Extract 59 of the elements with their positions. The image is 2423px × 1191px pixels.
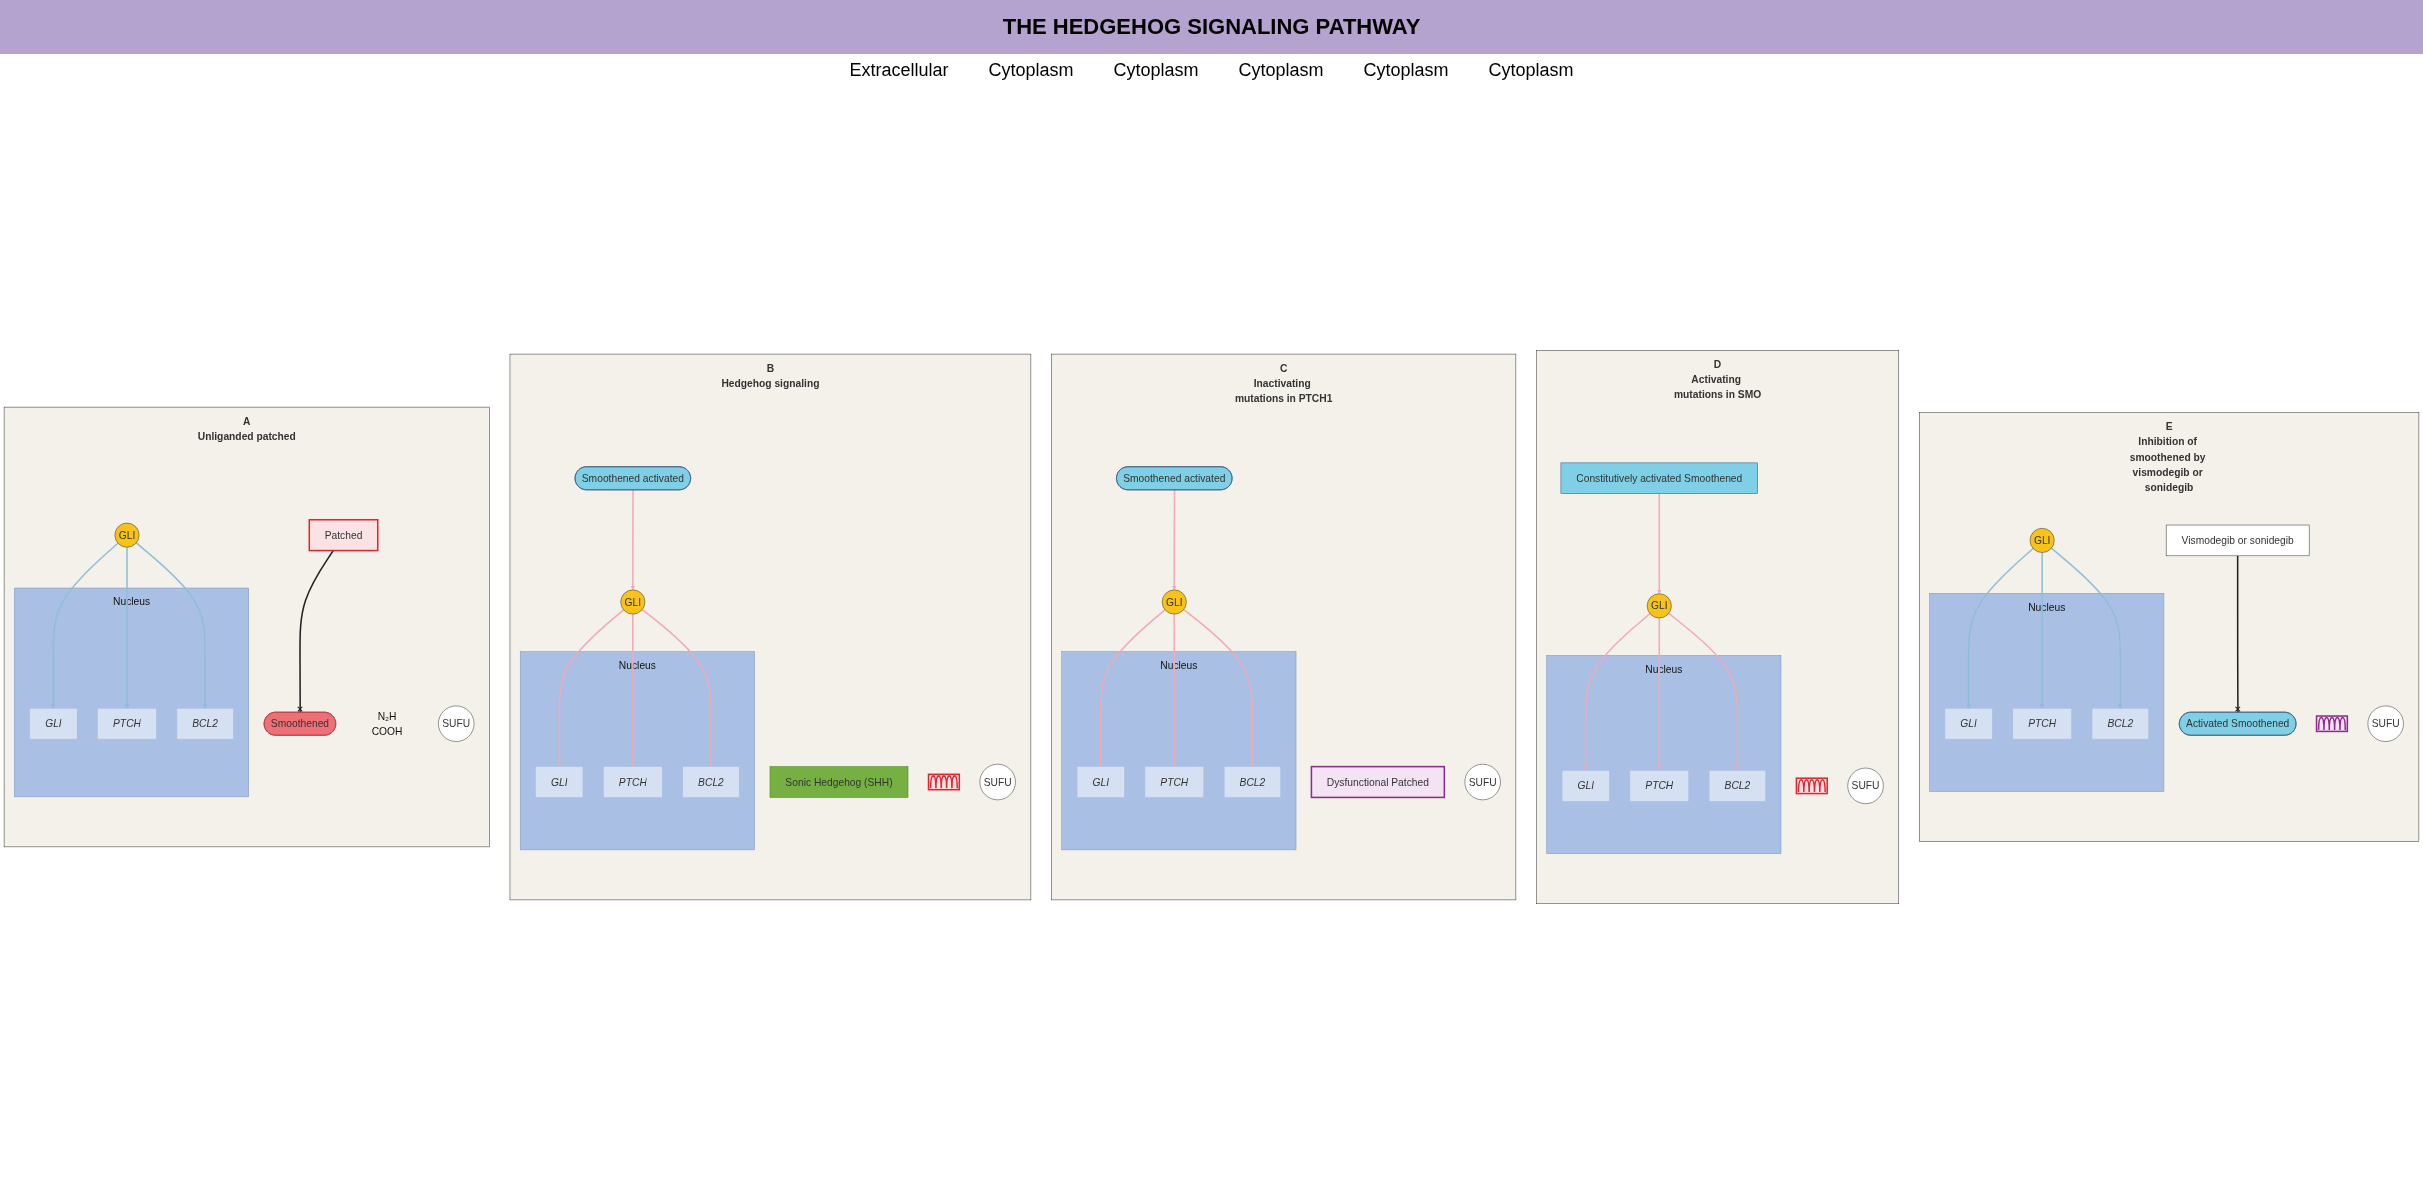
node-box: PTCH — [97, 708, 157, 740]
node-box: PTCH — [1629, 770, 1689, 802]
arrow — [1583, 612, 1651, 771]
node-box: BCL2 — [682, 766, 740, 798]
region-label: Cytoplasm — [988, 60, 1074, 81]
arrow — [1657, 492, 1662, 594]
node-box: Sonic Hedgehog (SHH) — [769, 766, 909, 798]
node-box: GLI — [1076, 766, 1125, 798]
arrow — [1183, 608, 1255, 767]
arrow — [135, 542, 208, 709]
arrow — [630, 489, 636, 591]
region-label: Cytoplasm — [1488, 60, 1574, 81]
node-box: PTCH — [1144, 766, 1204, 798]
node-circle: GLI — [2029, 528, 2055, 553]
diagram-title: THE HEDGEHOG SIGNALING PATHWAY — [0, 0, 2423, 54]
node-circle: GLI — [114, 522, 140, 548]
node-label: COOH — [371, 725, 403, 738]
node-circle: SUFU — [438, 705, 475, 742]
region-label: Extracellular — [849, 60, 949, 81]
node-circle: GLI — [1646, 593, 1672, 619]
node-box: GLI — [1944, 708, 1993, 740]
node-box: Patched — [308, 519, 379, 552]
arrow — [2039, 551, 2045, 709]
region-label: Cytoplasm — [1238, 60, 1324, 81]
arrow — [1098, 609, 1166, 767]
node-circle: SUFU — [1464, 763, 1501, 801]
node-circle: SUFU — [2367, 705, 2404, 742]
node-box: PTCH — [603, 766, 663, 798]
arrow — [2050, 547, 2123, 709]
node-box: Constitutively activated Smoothened — [1560, 462, 1758, 494]
arrow — [1172, 489, 1177, 591]
arrow — [1966, 547, 2034, 709]
node-box: BCL2 — [176, 708, 234, 740]
node-box: GLI — [29, 708, 78, 740]
node-box: BCL2 — [2091, 708, 2149, 740]
node-circle: GLI — [620, 589, 646, 615]
arrow — [1657, 617, 1662, 771]
arrow — [124, 546, 130, 709]
node-box: BCL2 — [1223, 766, 1281, 798]
arrow — [630, 613, 636, 767]
arrow — [1172, 613, 1177, 767]
region-label: Cytoplasm — [1113, 60, 1199, 81]
arrow — [51, 542, 119, 709]
node-label: N₂H — [377, 710, 397, 722]
node-box: Vismodegib or sonidegib — [2165, 524, 2310, 557]
arrow — [557, 609, 625, 767]
region-label: Cytoplasm — [1363, 60, 1449, 81]
node-box: GLI — [1561, 770, 1610, 802]
node-box: GLI — [535, 766, 584, 798]
node-box: Dysfunctional Patched — [1310, 765, 1446, 799]
connector — [297, 549, 335, 714]
node-circle: GLI — [1161, 589, 1187, 615]
node-circle: SUFU — [1847, 767, 1884, 804]
arrow — [1668, 612, 1740, 771]
node-box: BCL2 — [1708, 770, 1766, 802]
arrow — [641, 608, 714, 767]
node-box: PTCH — [2012, 708, 2072, 740]
node-circle: SUFU — [979, 763, 1016, 801]
connector — [2234, 555, 2241, 714]
